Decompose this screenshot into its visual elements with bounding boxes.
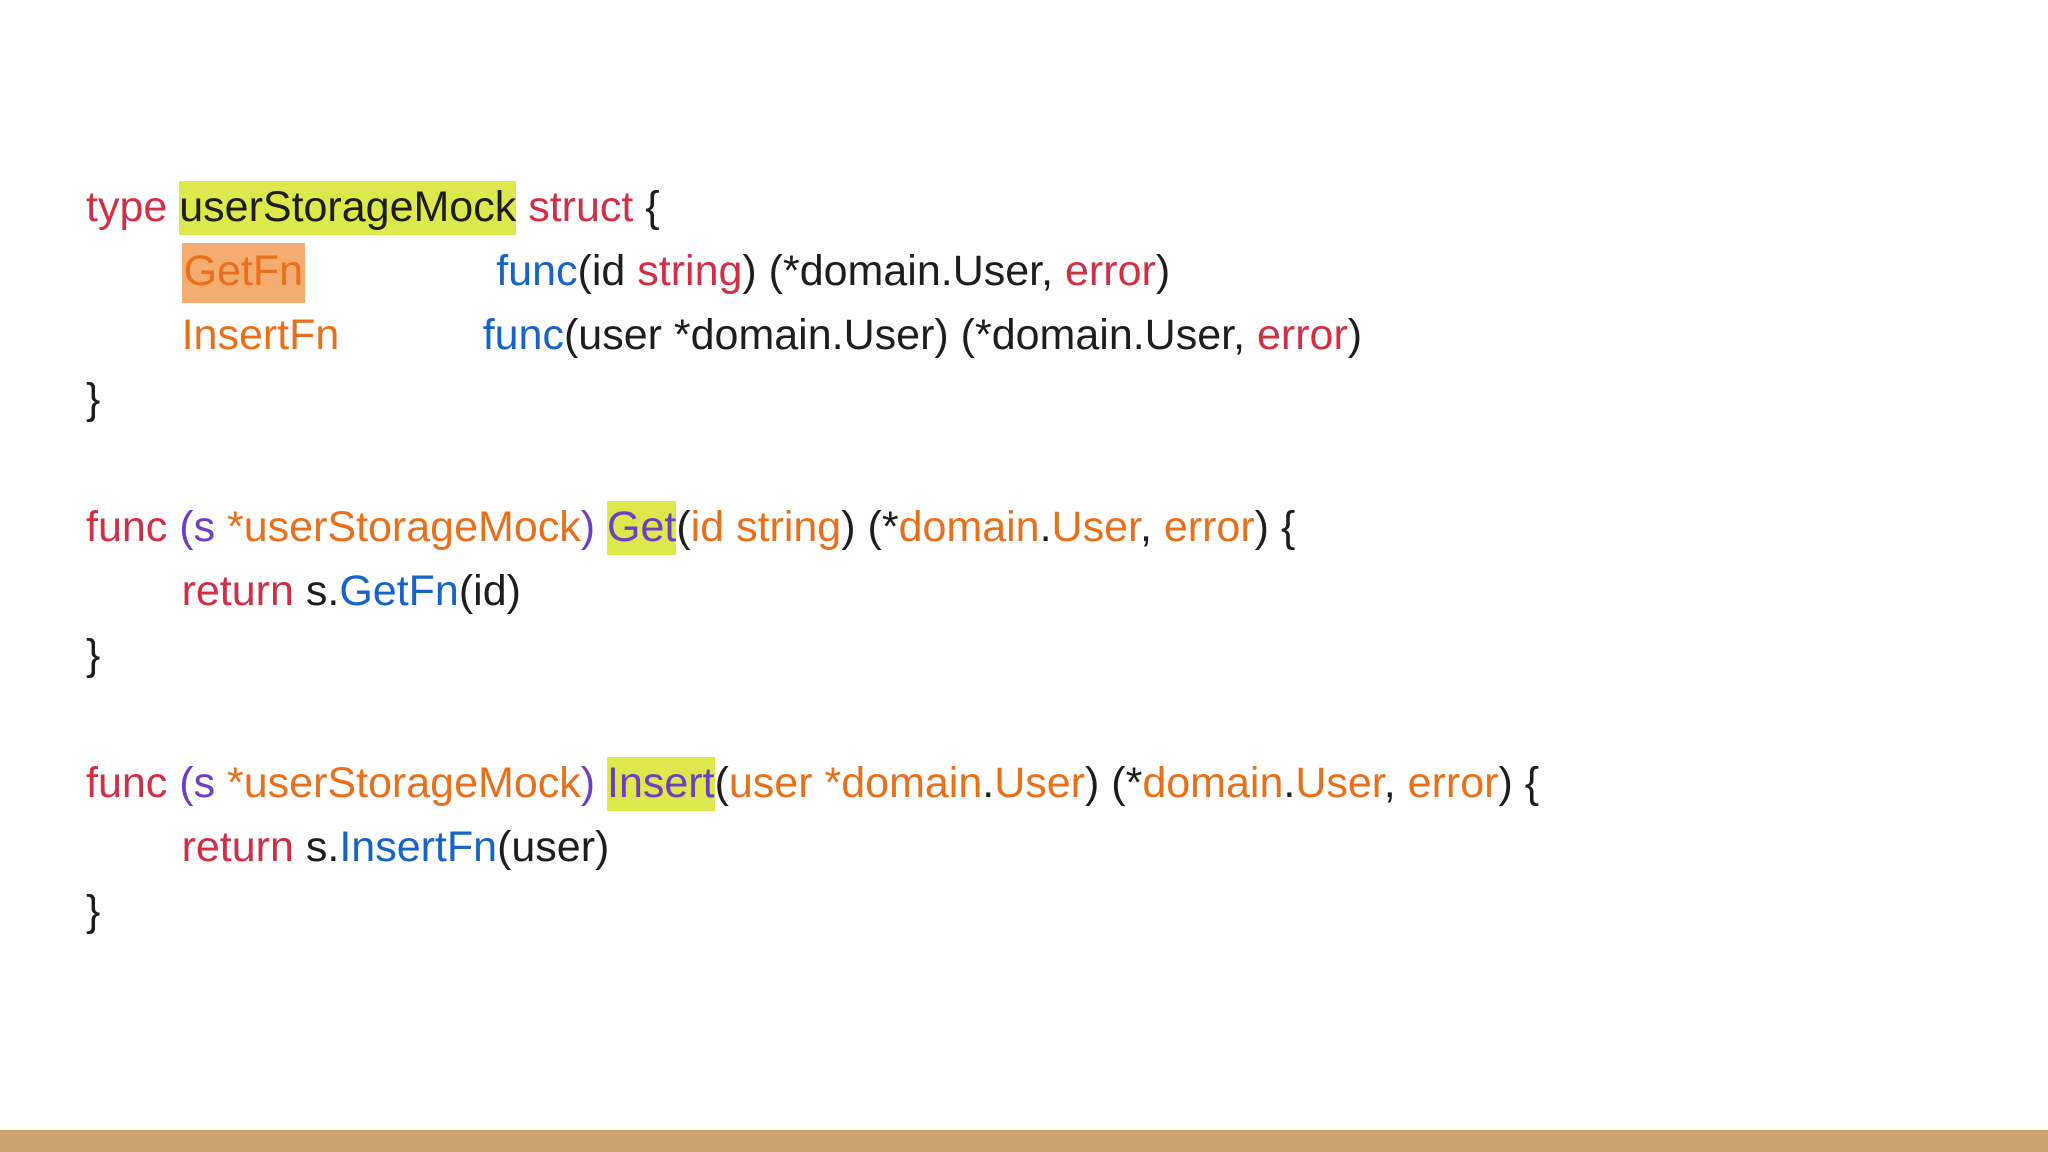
code-token: s. bbox=[293, 823, 340, 871]
line-get-close: } bbox=[86, 623, 1986, 687]
line-blank-2 bbox=[86, 687, 1986, 751]
code-token: ) bbox=[1347, 311, 1363, 359]
code-token: (id) bbox=[458, 567, 521, 615]
line-insert-close: } bbox=[86, 879, 1986, 943]
code-token: s bbox=[193, 503, 216, 551]
line-insert-method-decl: func (s *userStorageMock) Insert(user *d… bbox=[86, 751, 1986, 815]
code-token: . bbox=[982, 759, 995, 807]
code-token-highlighted: userStorageMock bbox=[179, 181, 517, 235]
code-token: GetFn bbox=[339, 567, 459, 615]
line-get-return: return s.GetFn(id) bbox=[86, 559, 1986, 623]
code-token: *userStorageMock bbox=[215, 503, 581, 551]
code-token bbox=[86, 567, 182, 615]
code-token: error bbox=[1257, 311, 1348, 359]
code-token: func bbox=[482, 311, 564, 359]
line-insertfn-field: InsertFn func(user *domain.User) (*domai… bbox=[86, 303, 1986, 367]
code-token: (id bbox=[577, 247, 638, 295]
code-token: *userStorageMock bbox=[215, 759, 581, 807]
code-token: } bbox=[86, 375, 101, 423]
code-token bbox=[305, 247, 496, 295]
code-token: ) bbox=[580, 759, 596, 807]
code-token: ( bbox=[167, 759, 194, 807]
code-token bbox=[516, 183, 528, 231]
code-token: (user) bbox=[497, 823, 610, 871]
code-token: ( bbox=[714, 759, 729, 807]
code-token bbox=[86, 823, 182, 871]
line-getfn-field: GetFn func(id string) (*domain.User, err… bbox=[86, 239, 1986, 303]
code-token-highlighted: GetFn bbox=[181, 243, 306, 303]
line-insert-return: return s.InsertFn(user) bbox=[86, 815, 1986, 879]
code-token bbox=[86, 311, 182, 359]
code-token: domain bbox=[841, 759, 983, 807]
line-get-method-decl: func (s *userStorageMock) Get(id string)… bbox=[86, 495, 1986, 559]
code-token: error bbox=[1407, 759, 1499, 807]
code-token: ) { bbox=[1254, 503, 1296, 551]
code-token: ) { bbox=[1498, 759, 1540, 807]
code-token: func bbox=[86, 503, 168, 551]
code-token: error bbox=[1163, 503, 1255, 551]
code-token: return bbox=[181, 567, 294, 615]
code-token: InsertFn bbox=[339, 823, 498, 871]
code-token-highlighted: Insert bbox=[607, 757, 715, 811]
code-token: { bbox=[633, 183, 660, 231]
code-token: func bbox=[86, 759, 168, 807]
code-token: ( bbox=[167, 503, 194, 551]
code-token: func bbox=[496, 247, 578, 295]
code-token: ) bbox=[1155, 247, 1171, 295]
code-token: error bbox=[1065, 247, 1156, 295]
code-token: , bbox=[1383, 759, 1408, 807]
bottom-accent-bar bbox=[0, 1130, 2048, 1152]
code-token: s bbox=[193, 759, 216, 807]
code-token: } bbox=[86, 887, 101, 935]
code-token: User bbox=[1051, 503, 1140, 551]
code-token: return bbox=[181, 823, 294, 871]
code-token: User bbox=[1295, 759, 1384, 807]
code-token: user * bbox=[728, 759, 842, 807]
code-token: s. bbox=[293, 567, 340, 615]
code-block: type userStorageMock struct { GetFn func… bbox=[86, 175, 1986, 943]
line-blank-1 bbox=[86, 431, 1986, 495]
code-token: domain bbox=[1142, 759, 1284, 807]
code-token: ) bbox=[580, 503, 596, 551]
code-token: . bbox=[1039, 503, 1052, 551]
code-token: id string bbox=[690, 503, 842, 551]
code-token: (user *domain.User) (*domain.User, bbox=[563, 311, 1257, 359]
line-struct-close: } bbox=[86, 367, 1986, 431]
code-token bbox=[86, 247, 182, 295]
code-token: . bbox=[1283, 759, 1296, 807]
code-token: struct bbox=[528, 183, 634, 231]
code-token bbox=[595, 759, 607, 807]
code-token bbox=[339, 311, 482, 359]
code-token: InsertFn bbox=[181, 311, 340, 359]
line-type-decl: type userStorageMock struct { bbox=[86, 175, 1986, 239]
code-token: , bbox=[1139, 503, 1164, 551]
code-token: } bbox=[86, 631, 101, 679]
code-token: type bbox=[86, 183, 180, 231]
code-token: User bbox=[994, 759, 1086, 807]
code-token: ) (* bbox=[841, 503, 899, 551]
code-token: domain bbox=[898, 503, 1040, 551]
code-token: ( bbox=[676, 503, 691, 551]
code-token bbox=[595, 503, 607, 551]
code-token-highlighted: Get bbox=[607, 501, 677, 555]
code-token: ) (* bbox=[1085, 759, 1143, 807]
code-token: ) (*domain.User, bbox=[742, 247, 1066, 295]
code-token: string bbox=[637, 247, 743, 295]
